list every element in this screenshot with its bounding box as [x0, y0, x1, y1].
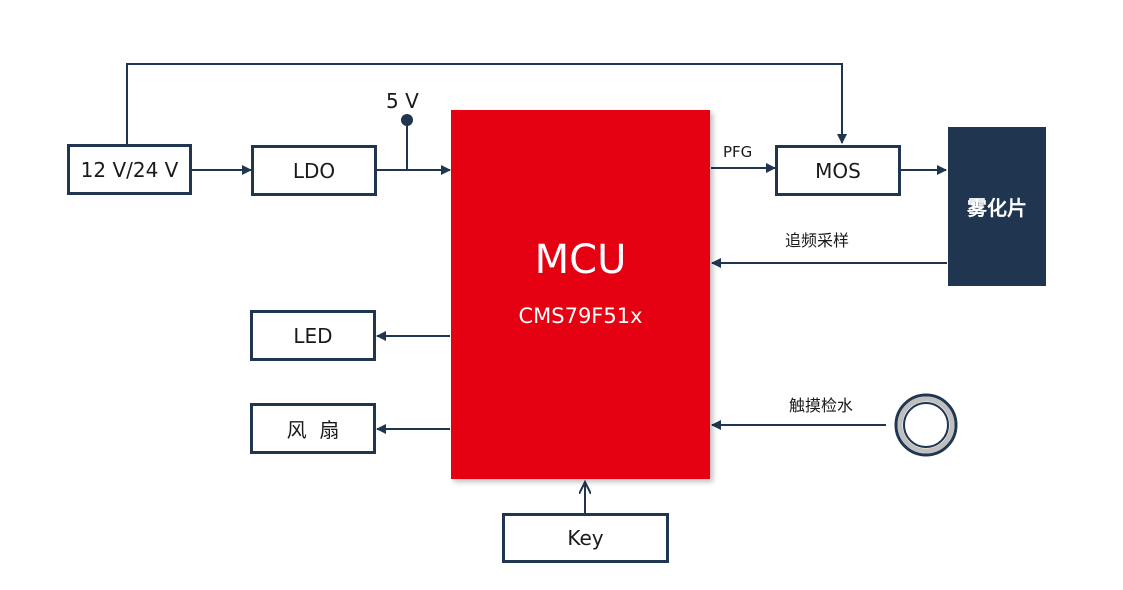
mos-label: MOS [815, 158, 861, 183]
ldo-box: LDO [251, 145, 377, 196]
wire-power-to-mos [126, 63, 847, 144]
pfg-label: PFG [723, 143, 753, 161]
fan-box: 风 扇 [250, 403, 376, 454]
freq-sampling-label: 追频采样 [785, 231, 850, 250]
mcu-block: MCU CMS79F51x [451, 110, 710, 479]
5v-label: 5 V [386, 89, 419, 113]
atomizer-block: 雾化片 [948, 127, 1046, 286]
atomizer-label: 雾化片 [967, 196, 1027, 220]
touch-water-label: 触摸检水 [789, 396, 854, 415]
key-label: Key [567, 526, 604, 550]
mos-box: MOS [775, 145, 901, 196]
led-label: LED [293, 323, 333, 348]
ldo-label: LDO [292, 158, 336, 183]
power-input-label: 12 V/24 V [80, 157, 179, 182]
mcu-title: MCU [534, 237, 627, 283]
fan-label: 风 扇 [286, 418, 340, 442]
mcu-part-number: CMS79F51x [518, 304, 643, 328]
5v-node-dot [401, 114, 413, 126]
key-box: Key [502, 513, 669, 563]
led-box: LED [250, 310, 376, 361]
power-input-box: 12 V/24 V [67, 144, 192, 195]
